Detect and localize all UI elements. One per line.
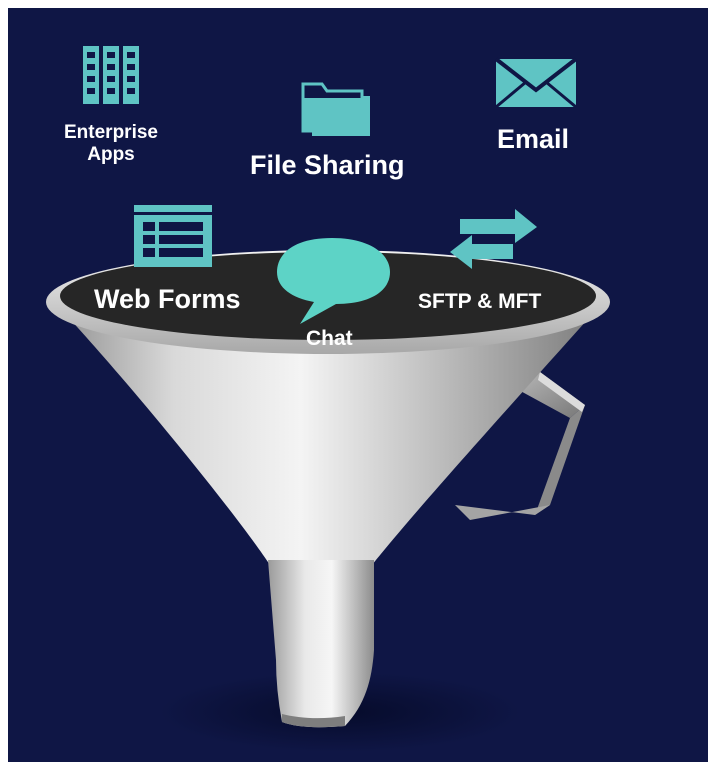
speech-bubble-icon [277, 238, 390, 324]
funnel-spout [268, 560, 374, 728]
folder-icon [301, 82, 370, 136]
file-sharing-label: File Sharing [250, 150, 405, 180]
email-label: Email [497, 124, 570, 154]
server-rack-icon [83, 46, 139, 104]
chat-label: Chat [306, 327, 353, 350]
enterprise-apps-label-line-2: Apps [87, 144, 135, 165]
enterprise-apps-label-line-1: Enterprise [64, 122, 158, 143]
form-icon [134, 205, 212, 267]
funnel-cone [52, 300, 605, 565]
enterprise-apps-label: Enterprise Apps [46, 122, 176, 166]
envelope-icon [494, 57, 578, 109]
transfer-arrows-icon [450, 209, 537, 269]
web-forms-label: Web Forms [94, 284, 241, 314]
sftp-mft-label: SFTP & MFT [418, 290, 542, 313]
funnel-handle [455, 372, 585, 520]
